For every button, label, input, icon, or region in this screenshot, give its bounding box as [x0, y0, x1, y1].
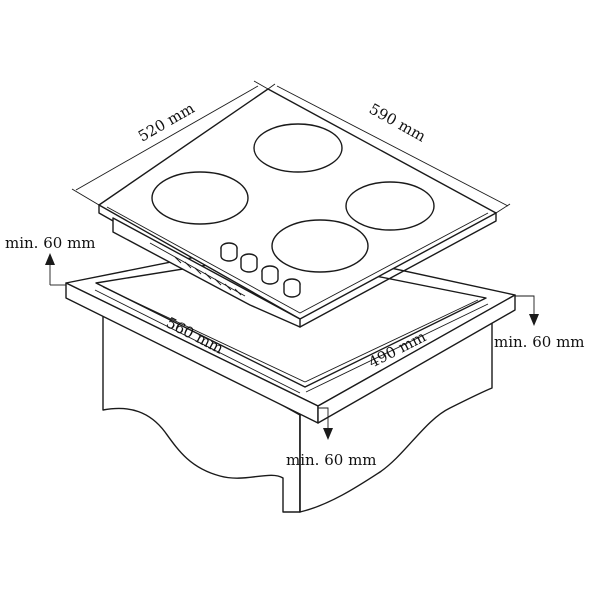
dimension-line-520 — [75, 85, 259, 191]
cooking-zone-back — [253, 123, 343, 173]
countertop — [65, 241, 516, 424]
cabinet-left-face — [102, 304, 301, 513]
cutout-inner-edge-left — [102, 286, 306, 383]
hob-control-strip — [149, 242, 246, 297]
dimension-line-560 — [94, 289, 301, 394]
hob-glass-inner-edge — [106, 206, 489, 314]
label-clearance-front: min. 60 mm — [286, 451, 377, 469]
knob-1 — [220, 242, 238, 262]
control-knobs — [220, 242, 301, 298]
cabinet — [102, 304, 493, 513]
arrow-right-clearance — [515, 295, 539, 326]
knob-2 — [240, 253, 258, 273]
hob — [98, 88, 497, 328]
label-clearance-right: min. 60 mm — [494, 333, 585, 351]
countertop-front-right-edge — [317, 294, 516, 424]
arrow-back-clearance — [45, 253, 66, 286]
dimension-lines — [71, 80, 511, 394]
label-clearance-back: min. 60 mm — [5, 234, 96, 252]
knob-4 — [283, 278, 301, 298]
cooking-zones — [151, 123, 435, 273]
arrow-front-clearance — [318, 407, 333, 440]
cabinet-right-face — [299, 317, 493, 513]
dimension-line-490 — [305, 303, 489, 393]
cutout-inner-edge-right — [304, 299, 479, 383]
dimension-line-590 — [276, 85, 509, 207]
cooking-zone-front — [271, 219, 369, 273]
cooking-zone-left — [151, 171, 249, 225]
hob-body-left — [112, 217, 301, 328]
hob-vents — [174, 256, 242, 296]
cooking-zone-right — [345, 181, 435, 231]
knob-3 — [261, 265, 279, 285]
label-hob-width: 590 mm — [366, 100, 429, 146]
clearance-arrows — [45, 253, 539, 440]
